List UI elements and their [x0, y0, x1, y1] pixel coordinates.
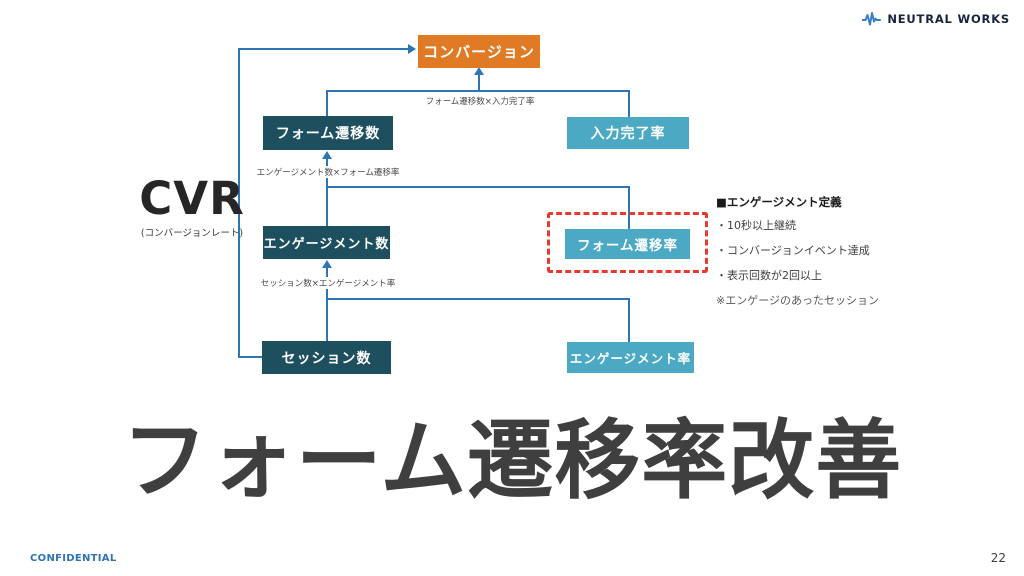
connector-j1-right-drop — [628, 90, 630, 118]
cvr-label-group: CVR (コンバージョンレート) — [126, 176, 258, 239]
connector-left-loop-bottom — [238, 356, 264, 358]
connector-j3-right-drop — [628, 298, 630, 343]
engagement-definition: ■エンゲージメント定義 ・10秒以上継続 ・コンバージョンイベント達成 ・表示回… — [716, 194, 916, 308]
page-number: 22 — [990, 551, 1006, 565]
node-engagement-rate: エンゲージメント率 — [567, 342, 694, 373]
connector-j2-right-drop — [628, 186, 630, 230]
brand-logo: NEUTRAL WORKS — [862, 11, 1010, 27]
connector-j3-left-drop — [326, 298, 328, 342]
arrowhead-into-engagement-count — [322, 260, 332, 268]
formula-engagement-count: セッション数×エンゲージメント率 — [256, 277, 400, 289]
connector-left-loop-vertical — [238, 48, 240, 358]
node-input-completion-rate: 入力完了率 — [567, 117, 689, 149]
connector-j1-arrow-shaft — [478, 74, 480, 91]
formula-conversion: フォーム遷移数×入力完了率 — [421, 95, 539, 107]
slide-title: フォーム遷移率改善 — [121, 411, 903, 511]
connector-j1-horizontal — [326, 90, 630, 92]
cvr-label: CVR — [139, 172, 245, 225]
node-engagement-count: エンゲージメント数 — [263, 226, 390, 259]
connector-j2-left-drop — [326, 186, 328, 227]
highlight-form-transition-rate — [547, 212, 708, 273]
pulse-waveform-icon — [862, 12, 882, 26]
node-conversion: コンバージョン — [418, 35, 540, 68]
connector-j2-horizontal — [326, 186, 630, 188]
confidential-label: CONFIDENTIAL — [30, 553, 117, 564]
arrowhead-into-conversion-bottom — [474, 67, 484, 75]
node-form-transition-rate: フォーム遷移率 — [565, 229, 690, 259]
node-form-transition-count: フォーム遷移数 — [263, 116, 393, 150]
arrowhead-into-conversion-left — [408, 44, 416, 54]
engagement-definition-heading: ■エンゲージメント定義 — [716, 195, 842, 209]
node-session-count: セッション数 — [262, 341, 391, 374]
engagement-definition-item: ・コンバージョンイベント達成 — [716, 244, 870, 257]
engagement-definition-item: ・10秒以上継続 — [716, 219, 796, 232]
engagement-definition-note: ※エンゲージのあったセッション — [716, 294, 879, 307]
formula-form-count: エンゲージメント数×フォーム遷移率 — [252, 166, 404, 178]
brand-name: NEUTRAL WORKS — [887, 12, 1010, 26]
connector-left-loop-top — [238, 48, 409, 50]
engagement-definition-item: ・表示回数が2回以上 — [716, 269, 822, 282]
arrowhead-into-form-count — [322, 151, 332, 159]
connector-j3-horizontal — [326, 298, 630, 300]
connector-j1-left-drop — [326, 90, 328, 117]
cvr-sublabel: (コンバージョンレート) — [140, 228, 244, 239]
